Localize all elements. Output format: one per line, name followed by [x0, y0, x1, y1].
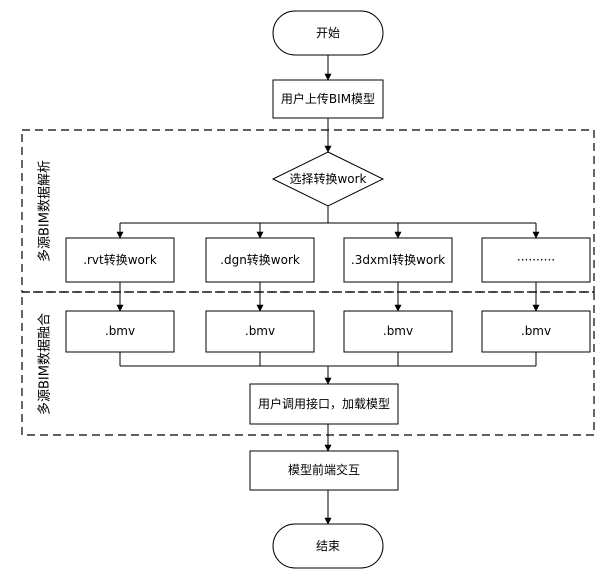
3dxml-converter: .3dxml转换work [343, 237, 453, 283]
more-converter: ·········· [481, 237, 591, 283]
bmv-label-3: .bmv [383, 324, 413, 338]
load-model-process: 用户调用接口，加载模型 [249, 383, 399, 425]
rvt-label: .rvt转换work [83, 252, 157, 267]
rvt-converter: .rvt转换work [65, 237, 175, 283]
interaction-process: 模型前端交互 [249, 450, 399, 491]
load-label: 用户调用接口，加载模型 [258, 396, 390, 411]
select-label: 选择转换work [289, 171, 366, 186]
bmv-label-4: .bmv [521, 324, 551, 338]
interact-label: 模型前端交互 [288, 462, 360, 477]
bmv-label-1: .bmv [105, 324, 135, 338]
select-decision: 选择转换work [271, 151, 385, 207]
end-terminal: 结束 [272, 523, 384, 569]
dgn-converter: .dgn转换work [205, 237, 315, 283]
upload-process: 用户上传BIM模型 [272, 79, 384, 119]
bmv-label-2: .bmv [245, 324, 275, 338]
bmv-output-1: .bmv [65, 310, 175, 353]
fuse-group-frame [21, 291, 595, 436]
start-label: 开始 [316, 26, 340, 40]
bmv-output-2: .bmv [205, 310, 315, 353]
end-label: 结束 [316, 539, 340, 553]
bmv-output-3: .bmv [343, 310, 453, 353]
parse-group-label: 多源BIM数据解析 [37, 160, 53, 262]
more-label: ·········· [517, 253, 555, 267]
start-terminal: 开始 [272, 10, 384, 56]
connectors [116, 55, 540, 525]
3dxml-label: .3dxml转换work [351, 252, 445, 267]
upload-label: 用户上传BIM模型 [281, 91, 375, 106]
bmv-output-4: .bmv [481, 310, 591, 353]
dgn-label: .dgn转换work [220, 252, 300, 267]
fuse-group-label: 多源BIM数据融合 [37, 313, 53, 415]
